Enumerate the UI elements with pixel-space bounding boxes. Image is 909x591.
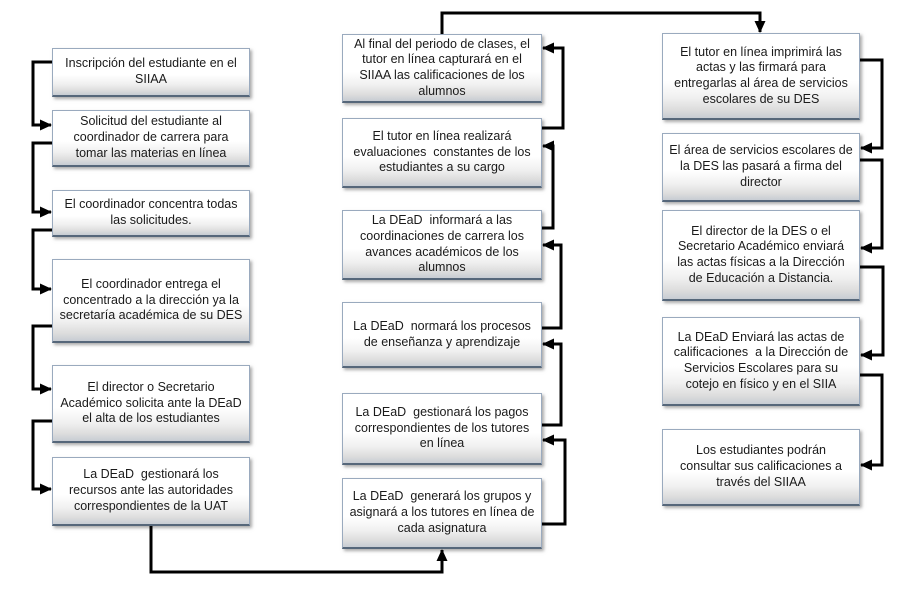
flow-node-text: El director o Secretario Académico solic… — [60, 379, 246, 426]
connector-M4-M3 — [542, 239, 563, 330]
flow-node-text: Inscripción del estudiante en el SIIAA — [65, 56, 241, 86]
flow-node-text: El coordinador concentra todas las solic… — [64, 197, 241, 227]
flow-node-R1: El tutor en línea imprimirá las actas y … — [662, 33, 860, 120]
flow-node-R3: El director de la DES o el Secretario Ac… — [662, 210, 860, 301]
flow-node-text: La DEaD gestionará los pagos correspondi… — [354, 404, 533, 451]
flow-node-text: La DEaD normará los procesos de enseñanz… — [353, 318, 535, 349]
connector-M2-M1 — [542, 42, 565, 130]
flow-node-R5: Los estudiantes podrán consultar sus cal… — [662, 429, 860, 506]
flow-node-text: El tutor en línea realizará evaluaciones… — [353, 128, 535, 175]
flow-node-text: El director de la DES o el Secretario Ac… — [677, 223, 849, 285]
flow-node-text: Solicitud del estudiante al coordinador … — [73, 114, 232, 160]
connector-L3-L4 — [31, 228, 52, 295]
flow-node-L5: El director o Secretario Académico solic… — [52, 365, 250, 443]
connector-M3-M2 — [542, 140, 555, 230]
connector-M6-M5 — [542, 434, 567, 526]
connector-L1-L2 — [31, 60, 52, 131]
connector-L2-L3 — [31, 141, 52, 218]
flow-node-L1: Inscripción del estudiante en el SIIAA — [52, 48, 250, 97]
connector-L5-L6 — [31, 419, 52, 495]
flow-node-M2: El tutor en línea realizará evaluaciones… — [342, 118, 542, 188]
flow-node-text: El área de servicios escolares de la DES… — [669, 143, 857, 189]
flow-node-text: La DEaD gestionará los recursos ante las… — [69, 467, 237, 513]
connector-R4-R5 — [860, 373, 884, 471]
flow-node-text: La DEaD informará a las coordinaciones d… — [360, 213, 528, 275]
flow-node-R2: El área de servicios escolares de la DES… — [662, 133, 860, 202]
flow-node-M3: La DEaD informará a las coordinaciones d… — [342, 210, 542, 280]
flow-node-M5: La DEaD gestionará los pagos correspondi… — [342, 393, 542, 465]
connector-R2-R3 — [860, 158, 884, 254]
flow-node-text: El tutor en línea imprimirá las actas y … — [674, 44, 852, 106]
flow-node-L6: La DEaD gestionará los recursos ante las… — [52, 457, 250, 526]
flow-node-M1: Al final del periodo de clases, el tutor… — [342, 34, 542, 103]
flow-node-L4: El coordinador entrega el concentrado a … — [52, 259, 250, 343]
connector-M5-M4 — [542, 338, 563, 427]
connector-M1-R1 — [440, 11, 766, 34]
flow-node-M6: La DEaD generará los grupos y asignará a… — [342, 478, 542, 549]
flow-node-text: La DEaD Enviará las actas de calificacio… — [673, 329, 852, 391]
flow-node-text: El coordinador entrega el concentrado a … — [59, 276, 243, 323]
flow-node-L3: El coordinador concentra todas las solic… — [52, 190, 250, 237]
flow-node-text: La DEaD generará los grupos y asignará a… — [349, 489, 538, 535]
connector-R1-R2 — [860, 58, 884, 154]
flow-node-L2: Solicitud del estudiante al coordinador … — [52, 110, 250, 167]
flow-node-M4: La DEaD normará los procesos de enseñanz… — [342, 302, 542, 368]
flow-node-R4: La DEaD Enviará las actas de calificacio… — [662, 317, 860, 406]
flow-node-text: Al final del periodo de clases, el tutor… — [354, 36, 534, 98]
connector-R3-R4 — [860, 265, 885, 361]
connector-L4-L5 — [31, 324, 52, 395]
flow-node-text: Los estudiantes podrán consultar sus cal… — [680, 443, 846, 489]
